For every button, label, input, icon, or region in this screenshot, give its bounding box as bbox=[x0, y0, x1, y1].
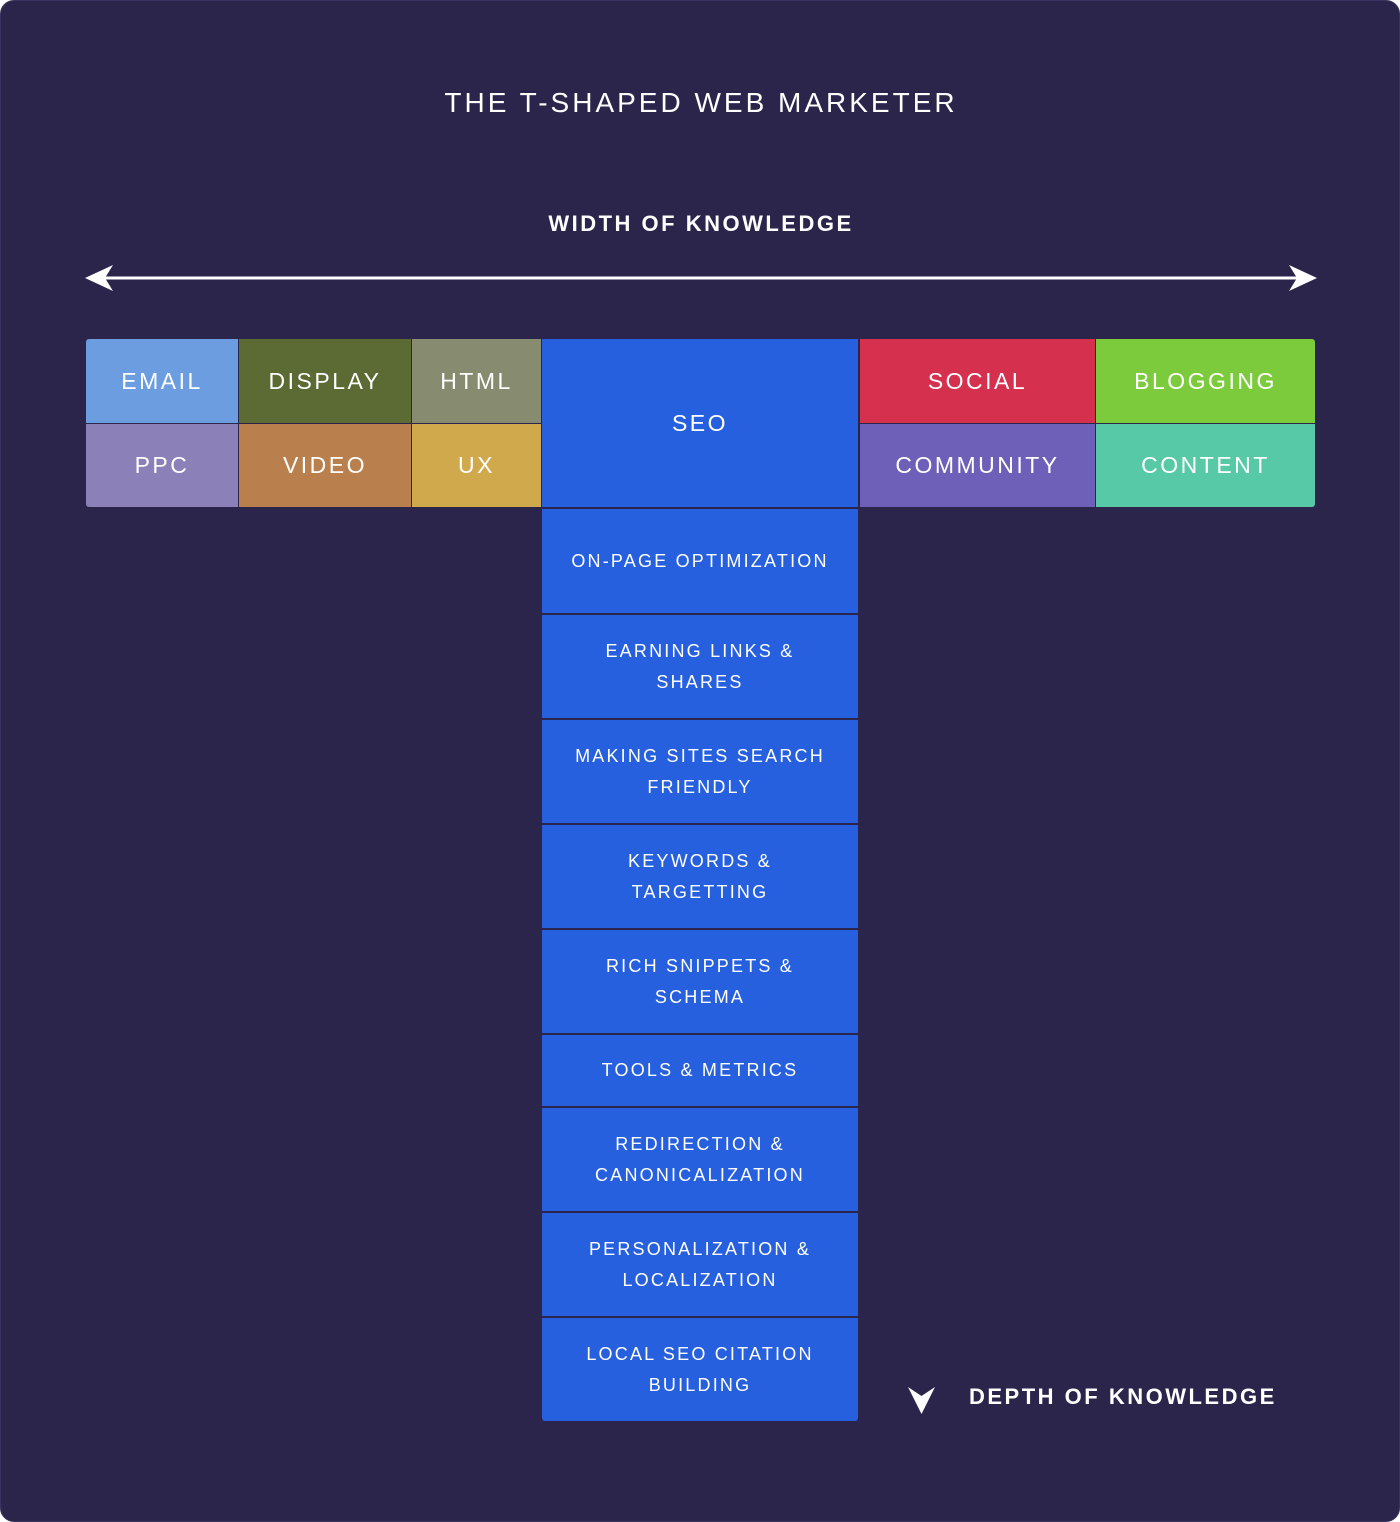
depth-arrow bbox=[908, 629, 935, 1414]
left-arrowhead-icon bbox=[85, 265, 113, 291]
right-arrowhead-icon bbox=[1289, 265, 1317, 291]
seo-depth-item: PERSONALIZATION & LOCALIZATION bbox=[542, 1213, 858, 1316]
skill-social: SOCIAL bbox=[860, 339, 1095, 423]
skill-seo: SEO bbox=[542, 339, 858, 507]
skill-ux-label: UX bbox=[458, 452, 495, 478]
skill-email-label: EMAIL bbox=[121, 367, 203, 394]
skill-email: EMAIL bbox=[86, 339, 238, 423]
seo-depth-item: LOCAL SEO CITATION BUILDING bbox=[542, 1318, 858, 1421]
seo-depth-item-label: TOOLS & METRICS bbox=[601, 1060, 799, 1080]
skill-ppc: PPC bbox=[86, 424, 238, 507]
skill-blogging-label: BLOGGING bbox=[1134, 367, 1277, 394]
seo-depth-item: REDIRECTION & CANONICALIZATION bbox=[542, 1108, 858, 1211]
seo-depth-item: RICH SNIPPETS & SCHEMA bbox=[542, 930, 858, 1033]
seo-depth-item: MAKING SITES SEARCH FRIENDLY bbox=[542, 720, 858, 823]
depth-axis-label: DEPTH OF KNOWLEDGE bbox=[969, 1384, 1277, 1409]
seo-depth-item-label: REDIRECTION & CANONICALIZATION bbox=[595, 1133, 805, 1185]
skill-blogging: BLOGGING bbox=[1096, 339, 1315, 423]
skill-ux: UX bbox=[412, 424, 541, 507]
skill-display: DISPLAY bbox=[239, 339, 411, 423]
skill-community-label: COMMUNITY bbox=[895, 452, 1060, 478]
skill-content: CONTENT bbox=[1096, 424, 1315, 507]
skill-content-label: CONTENT bbox=[1141, 452, 1270, 478]
width-axis-label: WIDTH OF KNOWLEDGE bbox=[548, 211, 854, 236]
skill-seo-label: SEO bbox=[671, 409, 729, 436]
skill-html: HTML bbox=[412, 339, 541, 423]
seo-depth-item-label: KEYWORDS & TARGETTING bbox=[627, 850, 773, 902]
skill-video: VIDEO bbox=[239, 424, 411, 507]
seo-depth-item-label: EARNING LINKS & SHARES bbox=[605, 640, 795, 692]
seo-depth-item-label: MAKING SITES SEARCH FRIENDLY bbox=[575, 745, 825, 797]
skill-ppc-label: PPC bbox=[134, 452, 190, 478]
seo-depth-item: ON-PAGE OPTIMIZATION bbox=[542, 509, 858, 613]
seo-depth-item: TOOLS & METRICS bbox=[542, 1035, 858, 1106]
down-arrowhead-icon bbox=[908, 1387, 935, 1414]
width-arrow bbox=[85, 265, 1317, 291]
seo-depth-item-label: RICH SNIPPETS & SCHEMA bbox=[605, 955, 795, 1007]
seo-depth-item: EARNING LINKS & SHARES bbox=[542, 615, 858, 718]
skill-community: COMMUNITY bbox=[860, 424, 1095, 507]
skill-html-label: HTML bbox=[440, 367, 513, 394]
skill-display-label: DISPLAY bbox=[268, 367, 382, 394]
skill-social-label: SOCIAL bbox=[927, 367, 1028, 394]
seo-depth-item: KEYWORDS & TARGETTING bbox=[542, 825, 858, 928]
seo-depth-item-label: ON-PAGE OPTIMIZATION bbox=[571, 550, 829, 571]
skill-video-label: VIDEO bbox=[282, 452, 368, 478]
seo-depth-item-label: PERSONALIZATION & LOCALIZATION bbox=[588, 1238, 812, 1290]
seo-depth-item-label: LOCAL SEO CITATION BUILDING bbox=[586, 1343, 814, 1395]
diagram-title: THE T-SHAPED WEB MARKETER bbox=[444, 87, 958, 118]
